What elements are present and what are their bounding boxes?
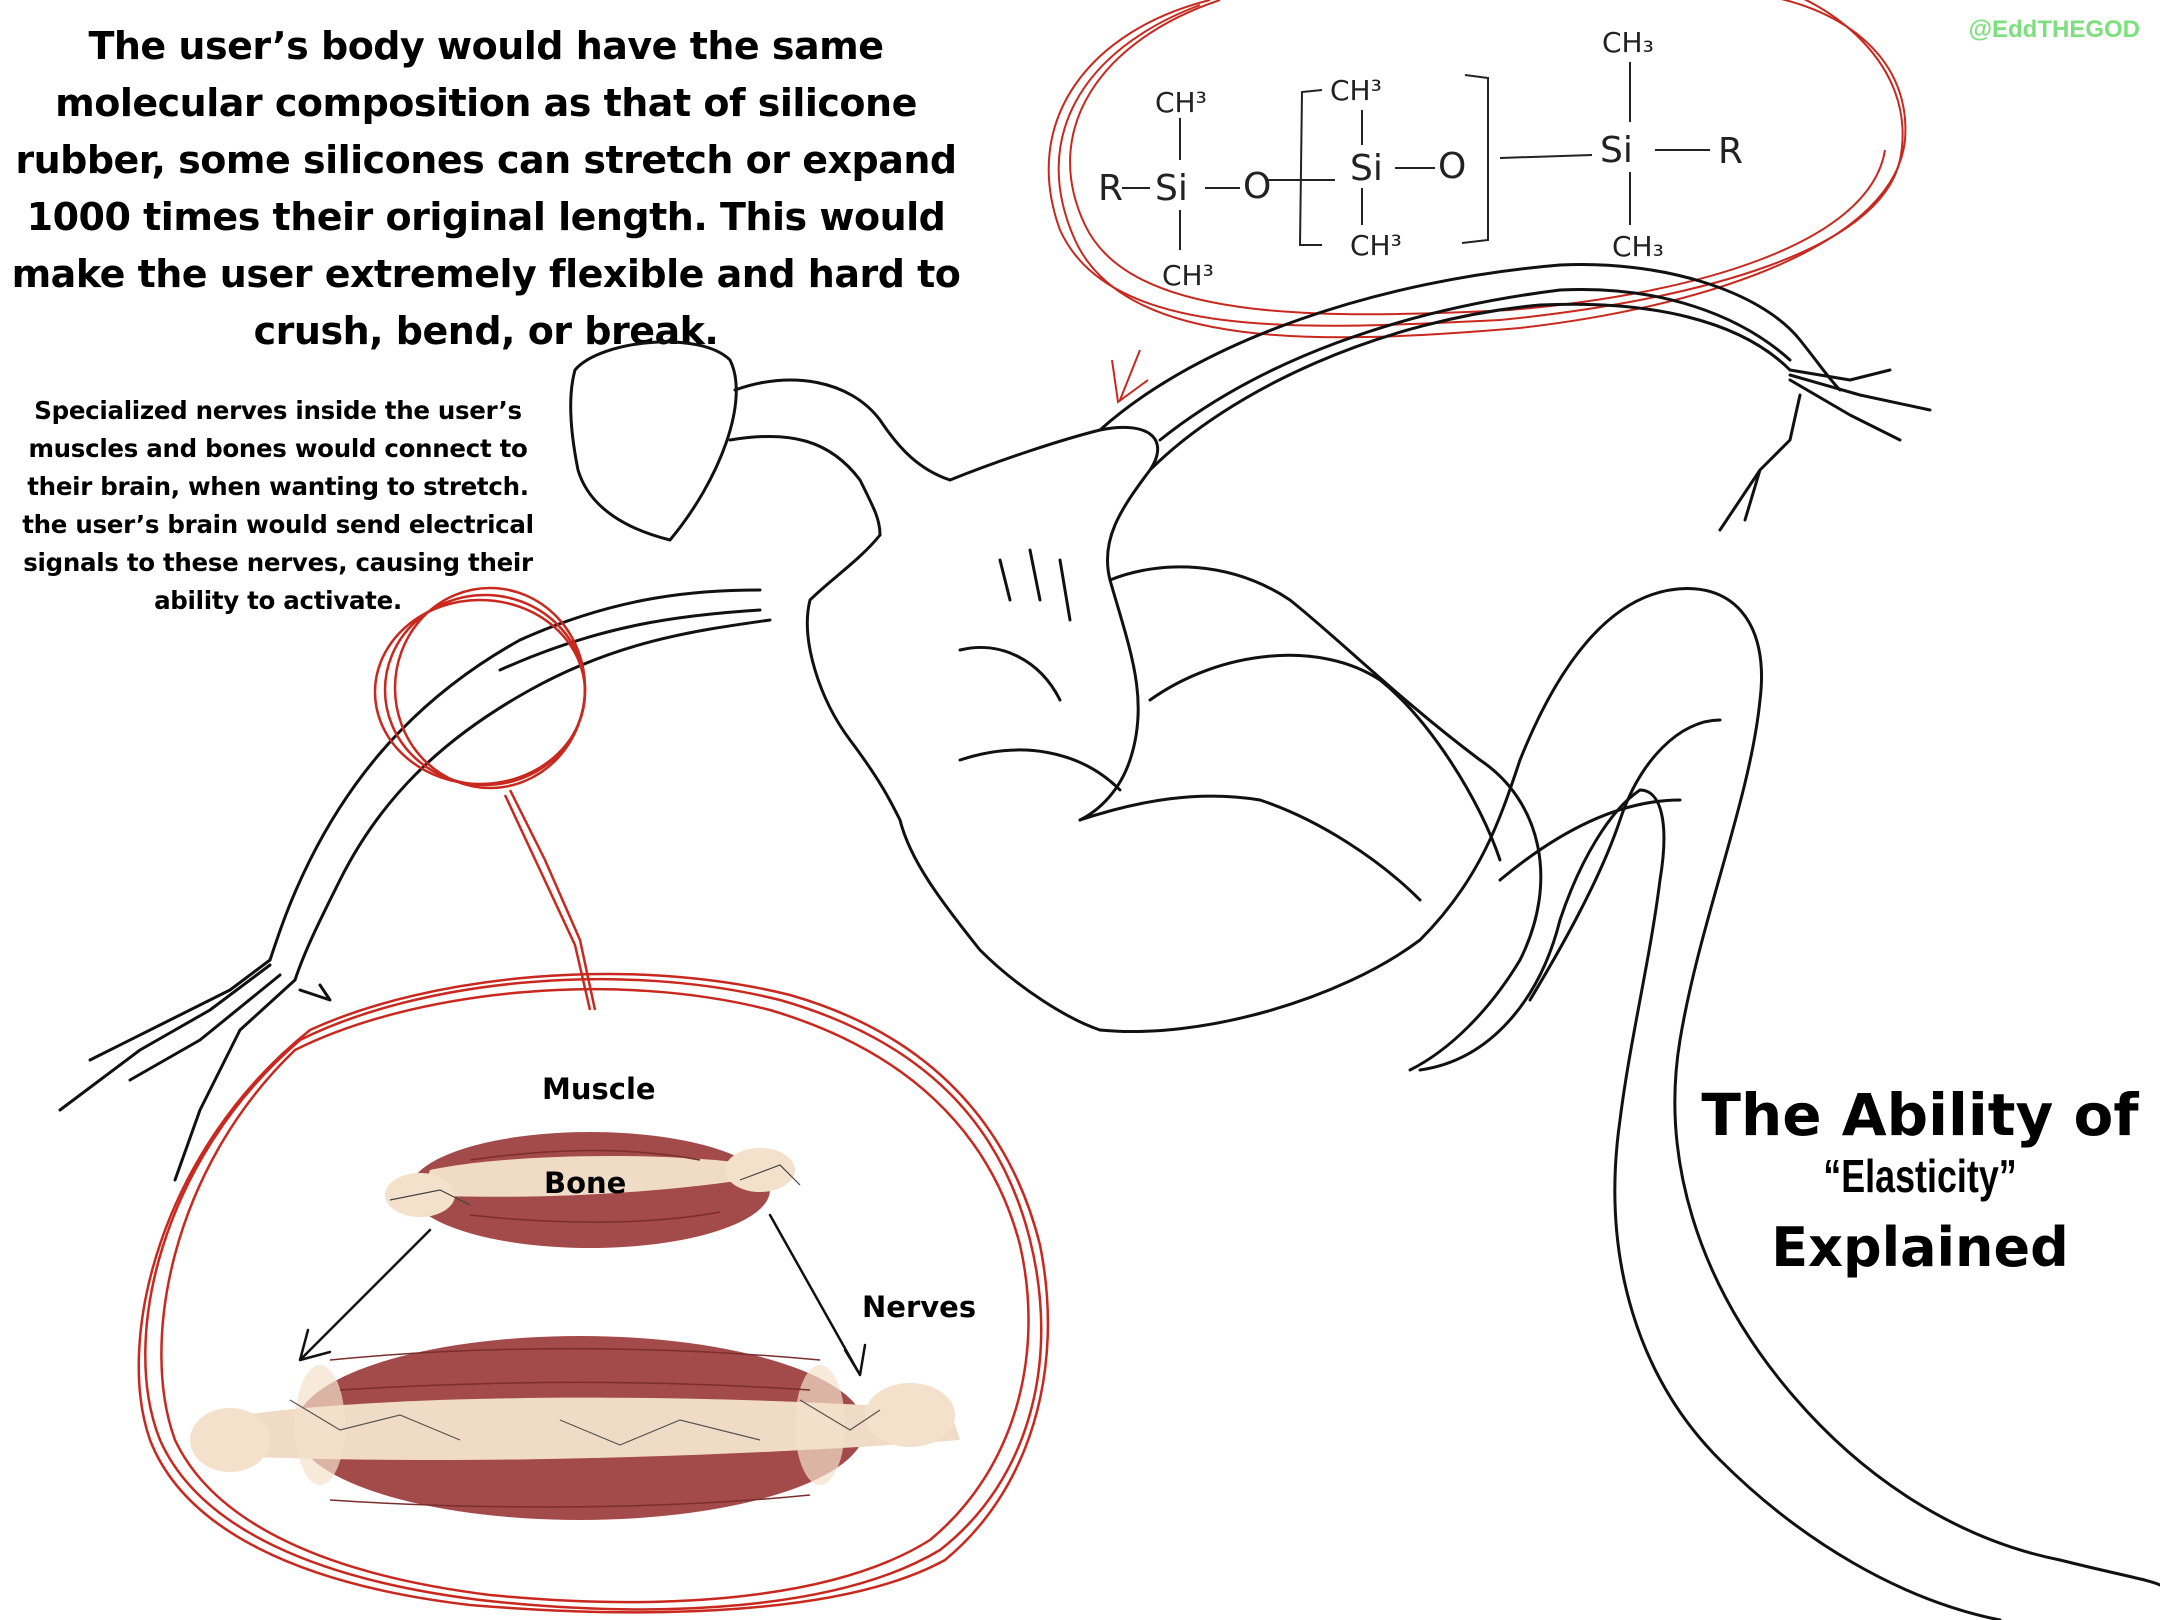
formula-o-left: O (1243, 166, 1271, 207)
title-line-1: The Ability of (1701, 1081, 2139, 1149)
nerves-label: Nerves (862, 1290, 977, 1324)
elastic-figure-sketch (58, 262, 2160, 1620)
formula-ch3-4: CH³ (1350, 229, 1402, 262)
formula-ch3-2: CH³ (1162, 259, 1214, 292)
formula-r-left: R (1098, 168, 1123, 209)
nerves-explanation: Specialized nerves inside the user’s mus… (22, 396, 534, 615)
formula-si-mid: Si (1350, 148, 1383, 189)
bone-small (420, 1155, 775, 1197)
title-line-3: Explained (1771, 1216, 2069, 1279)
muscle-bone-large (190, 1336, 960, 1520)
formula-ch3-1: CH³ (1155, 86, 1207, 119)
muscle-bone-small (385, 1132, 801, 1248)
muscle-label: Muscle (542, 1072, 656, 1106)
intro-text: The user’s body would have the same mole… (11, 24, 961, 353)
magnifier-circle (373, 586, 597, 1011)
silicone-formula: R Si CH³ CH³ O Si CH³ CH³ O Si CH₃ CH₃ R (1098, 26, 1743, 292)
bone-large (210, 1397, 960, 1460)
title-block: The Ability of “Elasticity” Explained (1700, 1080, 2140, 1288)
formula-ch3-5: CH₃ (1602, 26, 1654, 59)
stretch-arrows (298, 1213, 867, 1377)
formula-si-right: Si (1600, 130, 1633, 171)
formula-o-mid: O (1438, 146, 1466, 187)
formula-ch3-6: CH₃ (1612, 230, 1664, 263)
formula-highlight-loop (1047, 0, 1907, 404)
author-handle: @EddTHEGOD (1968, 16, 2140, 43)
formula-r-right: R (1718, 131, 1743, 172)
formula-si-left: Si (1155, 168, 1188, 209)
formula-ch3-3: CH³ (1330, 74, 1382, 107)
title-line-2: “Elasticity” (1823, 1150, 2017, 1202)
detail-callout-oval (137, 972, 1050, 1614)
bone-label: Bone (544, 1166, 627, 1200)
